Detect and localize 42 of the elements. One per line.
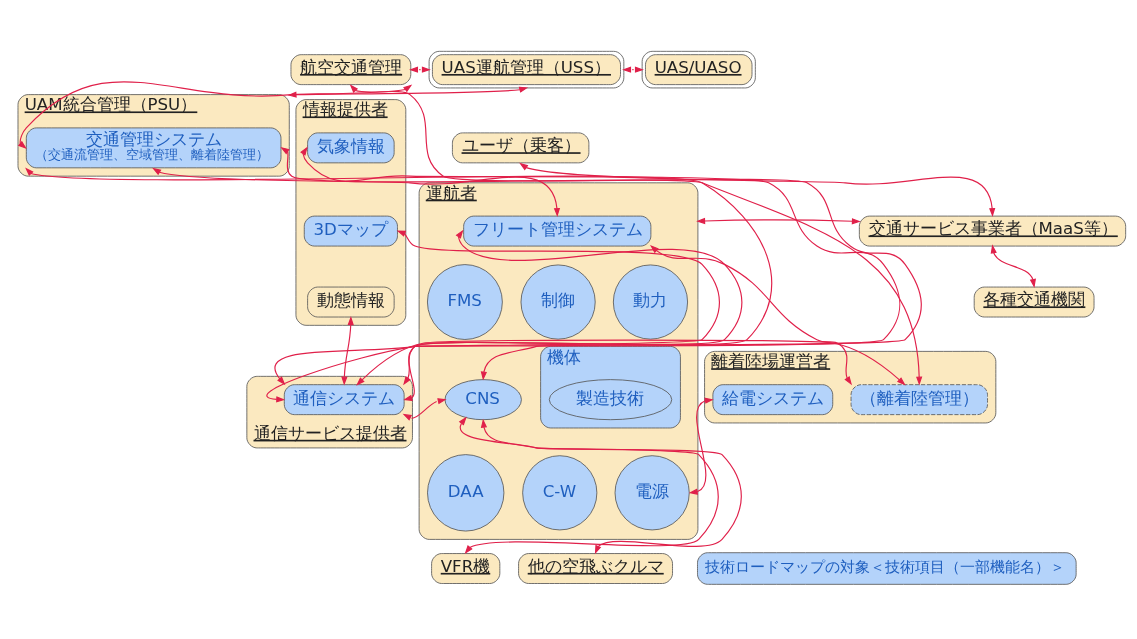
node-box: フリート管理システム <box>463 215 652 247</box>
arrow <box>696 217 861 225</box>
node-circle: C-W <box>522 455 598 531</box>
node-box: 気象情報 <box>307 132 395 164</box>
node-box: 交通サービス事業者（MaaS等） <box>858 215 1127 247</box>
node-circle: 動力 <box>612 264 688 340</box>
node-ellipse: CNS <box>444 379 522 421</box>
node-box: 交通管理システム （交通流管理、空域管理、離着陸管理） <box>25 127 282 169</box>
node-circle: 電源 <box>614 455 690 531</box>
node-box: 他の空飛ぶクルマ <box>518 553 673 584</box>
node-box: VFR機 <box>431 553 501 584</box>
node-box: 各種交通機関 <box>973 286 1095 318</box>
node-box: ユーザ（乗客） <box>452 132 590 164</box>
arrow <box>458 416 719 555</box>
arrow <box>402 398 447 421</box>
arrow <box>274 230 720 386</box>
arrow <box>287 86 529 98</box>
node-box: 航空交通管理 <box>290 54 412 86</box>
arrow <box>990 244 1036 288</box>
arrow <box>152 167 561 218</box>
legend-label: 技術ロードマップの対象＜技術項目（一部機能名）＞ <box>705 558 1066 577</box>
arrow <box>25 167 773 386</box>
node-box: 通信システム <box>283 384 405 416</box>
node-circle: 制御 <box>520 264 596 340</box>
arrow <box>688 397 714 495</box>
arrow <box>349 84 922 381</box>
arrow <box>519 162 996 218</box>
arrow <box>649 244 853 386</box>
arrow <box>356 339 906 386</box>
node-box: 給電システム <box>712 384 834 416</box>
arrow <box>403 229 743 401</box>
node-box: 3Dマップ <box>303 215 398 247</box>
arrow <box>480 418 742 555</box>
node-circle: DAA <box>427 454 505 532</box>
node-ellipse: 製造技術 <box>548 379 673 421</box>
arrow <box>622 66 644 73</box>
node-circle: FMS <box>427 264 503 340</box>
arrow <box>341 316 354 386</box>
arrow <box>17 81 413 149</box>
arrow <box>409 66 431 73</box>
node-box: （離着陸管理） <box>850 384 988 416</box>
node-box: 動態情報 <box>307 286 395 318</box>
